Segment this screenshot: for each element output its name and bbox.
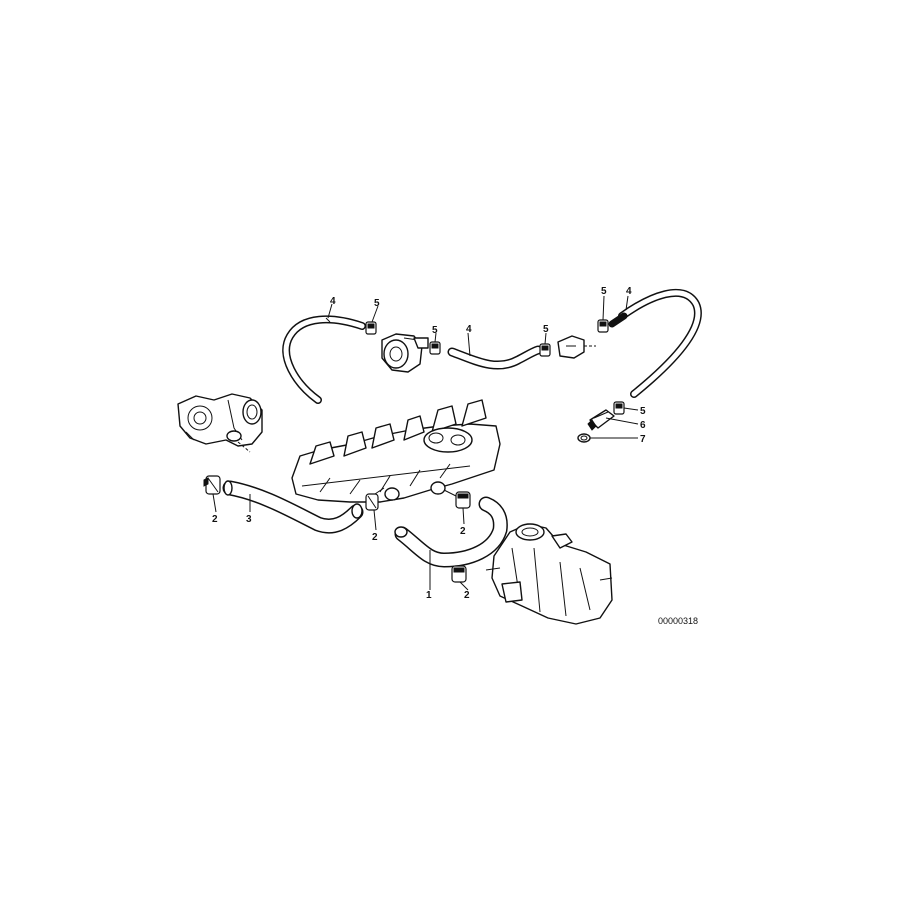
callout-clamp-2c: 2	[460, 526, 466, 537]
hose-clip-5e[interactable]	[613, 401, 625, 415]
intake-manifold[interactable]	[291, 399, 501, 503]
callout-clamp-2b: 2	[372, 532, 378, 543]
callout-clip-5e: 5	[640, 406, 646, 417]
vacuum-hose-4c[interactable]	[608, 288, 702, 398]
callout-hose-4c: 4	[626, 286, 632, 297]
callout-seal-7: 7	[640, 434, 646, 445]
leader-lines	[212, 295, 639, 591]
vacuum-hose-4b[interactable]	[447, 345, 543, 370]
callout-hose-1: 1	[426, 590, 432, 601]
callout-hose-4b: 4	[466, 324, 472, 335]
check-valve[interactable]	[557, 335, 596, 359]
hose-clamp-2c[interactable]	[455, 491, 471, 509]
callout-clamp-2a: 2	[212, 514, 218, 525]
hose-clamp-2b[interactable]	[365, 493, 379, 511]
vacuum-hose-4a[interactable]	[282, 315, 366, 404]
diagram-reference-code: 00000318	[658, 616, 698, 626]
callout-clip-5c: 5	[543, 324, 549, 335]
coolant-hose-3[interactable]	[222, 480, 364, 534]
thermostat-housing[interactable]	[177, 393, 263, 453]
hose-clip-5a[interactable]	[365, 321, 377, 335]
control-valve[interactable]	[381, 333, 429, 373]
hose-clip-5b[interactable]	[429, 341, 441, 355]
callout-labels: 1 2 3 2 2 2 4 5 5 4 5 5 4 5 6 7	[212, 286, 646, 601]
hose-clamp-2a[interactable]	[203, 475, 221, 495]
callout-hose-4a: 4	[330, 296, 336, 307]
callout-clip-5a: 5	[374, 298, 380, 309]
callout-hose-3: 3	[246, 514, 252, 525]
engine-block-section[interactable]	[485, 523, 613, 625]
hose-clamp-2d[interactable]	[451, 565, 467, 583]
callout-clip-5d: 5	[601, 286, 607, 297]
callout-clamp-2d: 2	[464, 590, 470, 601]
seal-ring-7[interactable]	[577, 433, 591, 443]
connector-6[interactable]	[587, 409, 615, 431]
coolant-hose-1[interactable]	[394, 496, 508, 568]
callout-connector-6: 6	[640, 420, 646, 431]
hose-clip-5d[interactable]	[597, 319, 609, 333]
hose-clip-5c[interactable]	[539, 343, 551, 357]
callout-clip-5b: 5	[432, 325, 438, 336]
